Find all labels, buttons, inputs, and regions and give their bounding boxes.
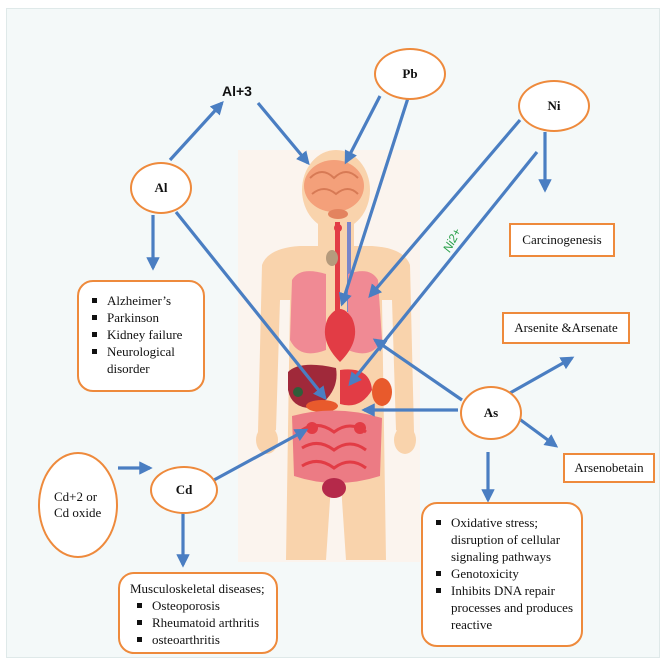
box-arsenite-arsenate: Arsenite &Arsenate [502, 312, 630, 344]
arrow-al-to-al3 [170, 103, 222, 160]
al-effect-item: Alzheimer’s [85, 292, 197, 309]
arrow-as-to-arsenobetain [518, 418, 556, 446]
cd-effect-item: osteoarthritis [130, 631, 270, 648]
node-ni: Ni [518, 80, 590, 132]
arrow-pb-to-heart [342, 98, 408, 304]
al-effect-item: Parkinson [85, 309, 197, 326]
node-as: As [460, 386, 522, 440]
box-carcinogenesis: Carcinogenesis [509, 223, 615, 257]
as-effect-item: Oxidative stress; disruption of cellular… [429, 514, 575, 565]
arrow-cd-to-intestines [214, 430, 306, 480]
box-arsenobetain: Arsenobetain [563, 453, 655, 483]
node-cd-source: Cd+2 or Cd oxide [38, 452, 118, 558]
arrow-as-to-arsenite [510, 358, 572, 393]
arrow-al3-to-brain [258, 103, 308, 163]
as-effects-list: Oxidative stress; disruption of cellular… [429, 514, 575, 633]
arrow-as-to-lungs [375, 340, 462, 400]
arrow-pb-to-brain [346, 96, 380, 162]
cd-effects-title: Musculoskeletal diseases; [130, 580, 270, 597]
as-effect-item: Inhibits DNA repair processes and produc… [429, 582, 575, 633]
box-cd-effects: Musculoskeletal diseases; Osteoporosis R… [118, 572, 278, 654]
box-al-effects: Alzheimer’s Parkinson Kidney failure Neu… [77, 280, 205, 392]
node-pb: Pb [374, 48, 446, 100]
al-effect-item: Kidney failure [85, 326, 197, 343]
cd-effect-item: Osteoporosis [130, 597, 270, 614]
node-al3: Al+3 [222, 83, 252, 99]
cd-effect-item: Rheumatoid arthritis [130, 614, 270, 631]
node-cd: Cd [150, 466, 218, 514]
node-al: Al [130, 162, 192, 214]
cd-source-text: Cd+2 or Cd oxide [54, 489, 106, 521]
box-as-effects: Oxidative stress; disruption of cellular… [421, 502, 583, 647]
al-effect-item: Neurological disorder [85, 343, 197, 377]
as-effect-item: Genotoxicity [429, 565, 575, 582]
cd-effects-list: Osteoporosis Rheumatoid arthritis osteoa… [130, 597, 270, 648]
al-effects-list: Alzheimer’s Parkinson Kidney failure Neu… [85, 292, 197, 377]
